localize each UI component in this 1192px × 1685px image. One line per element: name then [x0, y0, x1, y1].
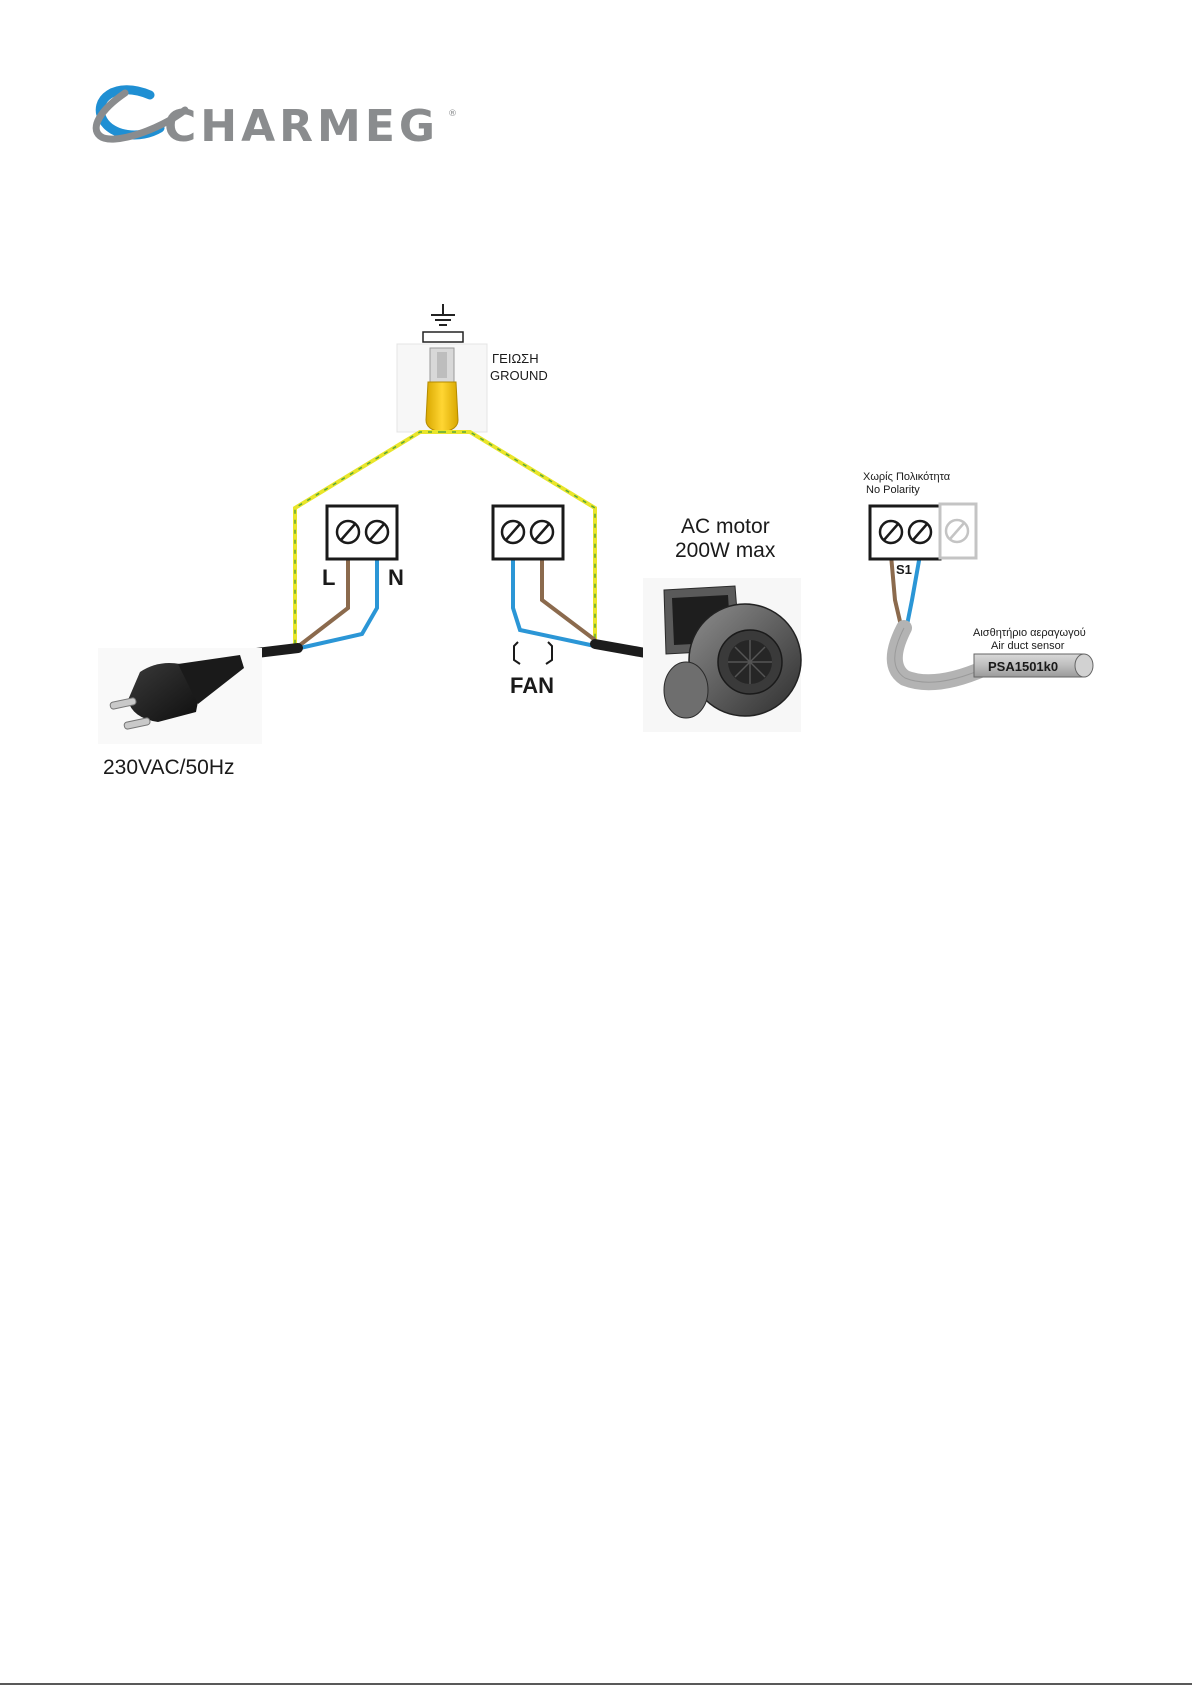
ground-label-english: GROUND	[490, 368, 548, 383]
sensor-label-greek: Αισθητήριο αεραγωγού	[973, 627, 1086, 639]
registered-mark: ®	[448, 109, 457, 119]
polarity-label-english: No Polarity	[866, 484, 920, 496]
supply-voltage-label: 230VAC/50Hz	[103, 756, 235, 779]
power-wires	[300, 555, 377, 648]
fan-wires	[513, 555, 595, 646]
motor-label-line2: 200W max	[675, 539, 776, 562]
fan-label: FAN	[510, 673, 554, 698]
blower-motor-image	[643, 578, 801, 732]
live-terminal-label: L	[322, 565, 335, 590]
power-plug-image	[98, 648, 262, 744]
fan-terminal-block	[493, 506, 563, 559]
ground-symbol-icon	[423, 304, 463, 342]
ground-label-greek: ΓΕΙΩΣΗ	[492, 351, 539, 366]
screw-icon	[337, 521, 359, 543]
screw-icon	[366, 521, 388, 543]
fan-bracket-icon	[514, 642, 552, 664]
motor-label-line1: AC motor	[681, 515, 770, 538]
screw-icon	[880, 521, 902, 543]
logo-wordmark: CHARMEG	[164, 101, 439, 152]
ground-spade-connector	[397, 344, 487, 432]
sensor-label-english: Air duct sensor	[991, 640, 1065, 652]
polarity-label-greek: Χωρίς Πολικότητα	[863, 471, 951, 483]
power-terminal-block	[327, 506, 397, 559]
sensor-input-label: S1	[896, 562, 912, 577]
sensor-model-label: PSA1501k0	[988, 659, 1058, 674]
sensor-cable	[895, 628, 985, 682]
unused-screw-icon	[946, 520, 968, 542]
neutral-terminal-label: N	[388, 565, 404, 590]
sensor-terminal-block	[870, 504, 976, 559]
company-logo: CHARMEG ®	[96, 90, 457, 152]
screw-icon	[531, 521, 553, 543]
screw-icon	[502, 521, 524, 543]
screw-icon	[909, 521, 931, 543]
